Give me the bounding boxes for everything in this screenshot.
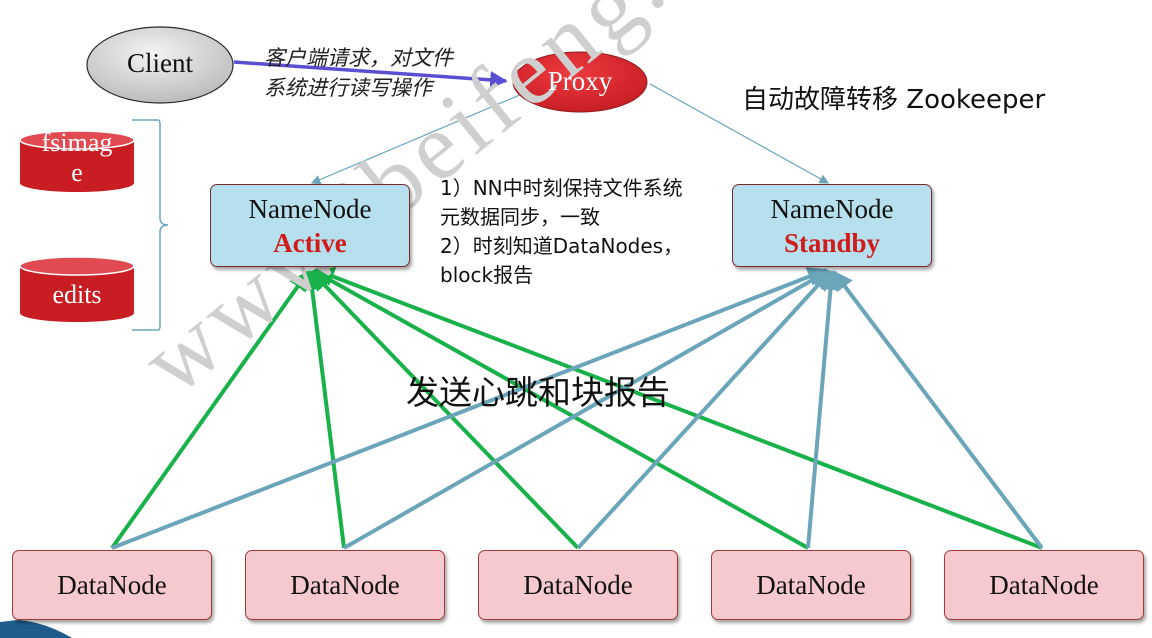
client-node bbox=[86, 26, 234, 104]
namenode-active-title: NameNode bbox=[248, 193, 372, 224]
sync-note-line1: 1）NN中时刻保持文件系统 bbox=[440, 176, 683, 200]
proxy-node bbox=[512, 51, 648, 113]
sync-note-line2: 元数据同步，一致 bbox=[440, 205, 600, 229]
sync-note: 1）NN中时刻保持文件系统 元数据同步，一致 2）时刻知道DataNodes， … bbox=[440, 174, 683, 290]
datanode-2: DataNode bbox=[245, 550, 445, 620]
failover-note: 自动故障转移 Zookeeper bbox=[742, 85, 1046, 115]
edits-label: edits bbox=[52, 280, 102, 309]
standby-heartbeat-links bbox=[111, 267, 1044, 550]
namenode-active: NameNode Active bbox=[210, 184, 410, 267]
sync-note-line4: block报告 bbox=[440, 263, 534, 287]
datanode-3: DataNode bbox=[478, 550, 678, 620]
corner-decoration bbox=[0, 620, 72, 638]
client-proxy-link bbox=[233, 60, 508, 89]
sync-note-line3: 2）时刻知道DataNodes， bbox=[440, 234, 684, 258]
namenode-standby-title: NameNode bbox=[770, 193, 894, 224]
client-request-note: 客户端请求，对文件 系统进行读写操作 bbox=[264, 43, 453, 103]
heartbeat-label: 发送心跳和块报告 bbox=[406, 373, 670, 412]
edits-cylinder bbox=[19, 256, 135, 322]
fsimage-label-line1: fsimag bbox=[41, 128, 113, 157]
namenode-active-role: Active bbox=[273, 227, 347, 258]
datanode-1: DataNode bbox=[12, 550, 212, 620]
fsimage-label: fsimag e bbox=[20, 128, 134, 188]
fsimage-cylinder bbox=[19, 130, 135, 192]
storage-brace bbox=[132, 119, 169, 331]
proxy-label: Proxy bbox=[547, 66, 613, 96]
fsimage-label-line2: e bbox=[71, 158, 83, 187]
client-request-note-line1: 客户端请求，对文件 bbox=[264, 46, 453, 70]
active-heartbeat-links bbox=[110, 267, 1043, 550]
namenode-standby-role: Standby bbox=[783, 227, 881, 258]
client-label: Client bbox=[127, 48, 193, 78]
proxy-standby-link bbox=[649, 83, 830, 184]
namenode-standby: NameNode Standby bbox=[732, 184, 932, 267]
client-request-note-line2: 系统进行读写操作 bbox=[264, 76, 432, 100]
proxy-active-link bbox=[310, 93, 523, 185]
datanode-5: DataNode bbox=[944, 550, 1144, 620]
datanode-4: DataNode bbox=[711, 550, 911, 620]
